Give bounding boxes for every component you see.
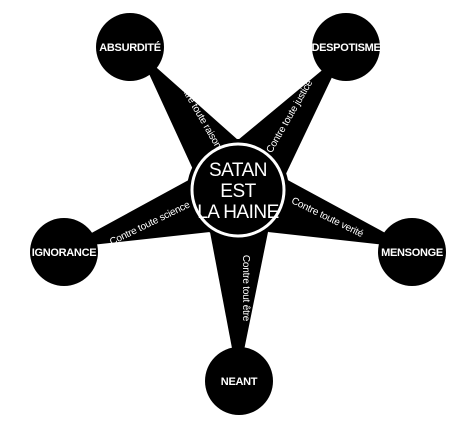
- node-ignorance-label: IGNORANCE: [32, 247, 97, 259]
- center-line-2: EST: [220, 181, 256, 202]
- arm-raison: [139, 52, 238, 176]
- node-ignorance: IGNORANCE: [30, 218, 98, 286]
- arm-etre-label: Contre tout être: [240, 255, 251, 322]
- arm-verite: [268, 178, 413, 248]
- node-despotisme-label: DESPOTISME: [311, 42, 380, 54]
- node-neant: NEANT: [205, 347, 273, 415]
- node-absurdite: ABSURDITÉ: [96, 13, 164, 81]
- node-absurdite-label: ABSURDITÉ: [99, 41, 160, 54]
- node-despotisme: DESPOTISME: [311, 13, 381, 81]
- center-ring: [190, 142, 286, 238]
- center-line-1: SATAN: [209, 160, 267, 181]
- center-line-3: LA HAINE: [197, 202, 279, 223]
- center-circle: [187, 139, 289, 241]
- node-mensonge-label: MENSONGE: [381, 247, 443, 259]
- node-neant-label: NEANT: [221, 376, 258, 388]
- arm-science: [64, 176, 210, 248]
- node-mensonge: MENSONGE: [378, 218, 446, 286]
- arm-etre: [210, 232, 268, 380]
